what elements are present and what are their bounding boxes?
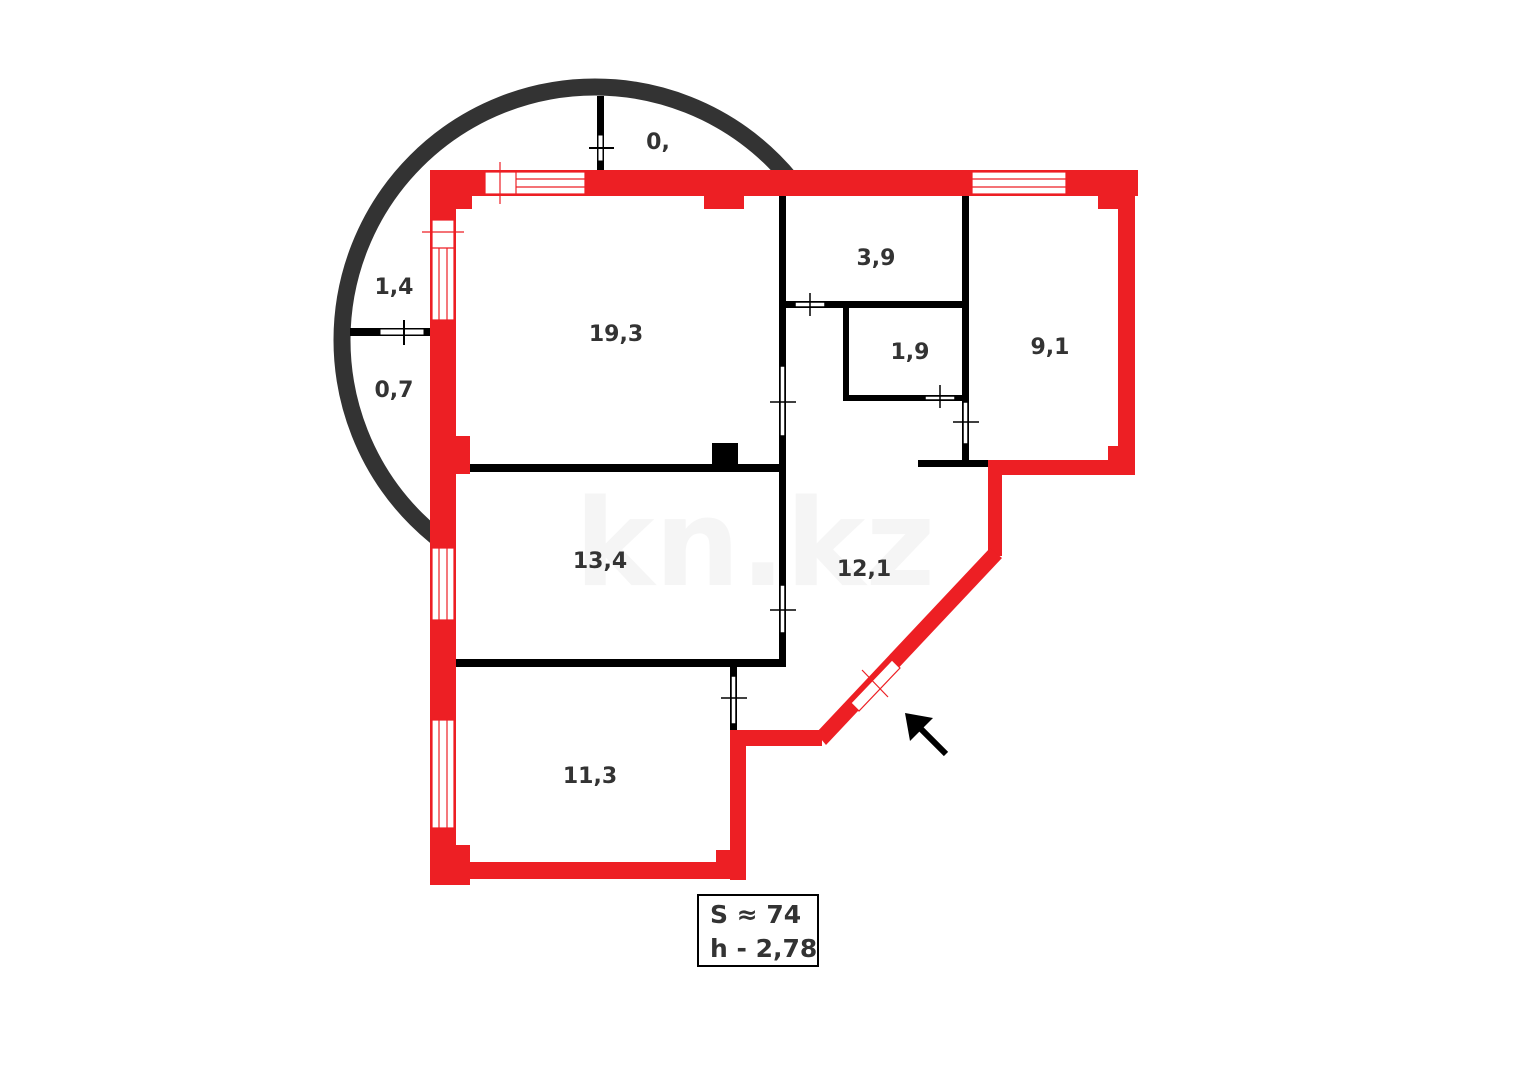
interior-doors (721, 293, 979, 725)
room-area-3-9: 3,9 (857, 246, 896, 271)
room-area-19-3: 19,3 (589, 322, 643, 347)
balcony-top-area: 0, (646, 130, 670, 155)
room-area-12-1: 12,1 (837, 557, 891, 582)
room-area-13-4: 13,4 (573, 549, 627, 574)
room-area-1-9: 1,9 (891, 340, 930, 365)
summary-box: S ≈ 74 h - 2,78 (697, 894, 819, 967)
windows (422, 162, 1067, 829)
room-area-11-3: 11,3 (563, 764, 617, 789)
balcony-partitions (350, 96, 614, 345)
watermark: kn.kz (575, 475, 935, 614)
ceiling-height: h - 2,78 (710, 934, 817, 963)
arrow-up-left-icon (905, 713, 949, 757)
total-area: S ≈ 74 (710, 900, 801, 929)
balcony-left-upper-area: 1,4 (375, 275, 414, 300)
room-area-9-1: 9,1 (1031, 335, 1070, 360)
balcony-left-lower-area: 0,7 (375, 378, 414, 403)
